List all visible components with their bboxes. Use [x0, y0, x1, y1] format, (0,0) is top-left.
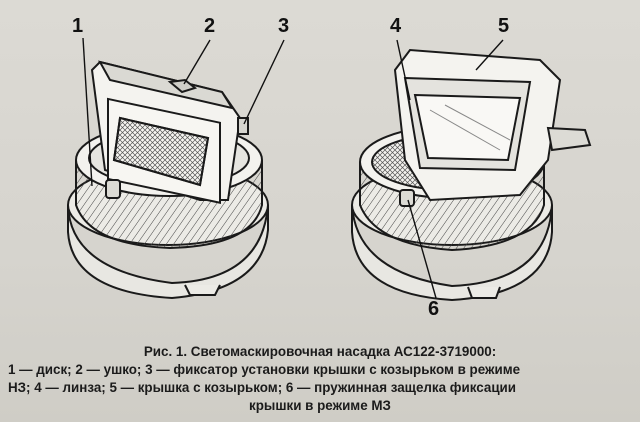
headlight-cap-closed-drawing: [67, 60, 269, 300]
caption-line-3: крышки в режиме МЗ: [249, 398, 391, 413]
caption-title: Рис. 1. Светомаскировочная насадка АС122…: [143, 344, 497, 359]
callout-2: 2: [204, 15, 216, 37]
figure-caption: Рис. 1. Светомаскировочная насадка АС122…: [8, 343, 632, 415]
callout-6: 6: [428, 298, 440, 320]
headlight-cap-open-drawing: [351, 48, 592, 302]
callout-5: 5: [498, 15, 510, 37]
callout-4: 4: [390, 15, 402, 37]
caption-line-1: 1 — диск; 2 — ушко; 3 — фиксатор установ…: [8, 362, 521, 377]
callout-3: 3: [278, 15, 290, 37]
caption-line-2: НЗ; 4 — линза; 5 — крышка с козырьком; 6…: [8, 380, 517, 395]
technical-illustration: [67, 37, 592, 302]
callout-leaders: [82, 37, 504, 299]
callout-1: 1: [72, 15, 84, 37]
